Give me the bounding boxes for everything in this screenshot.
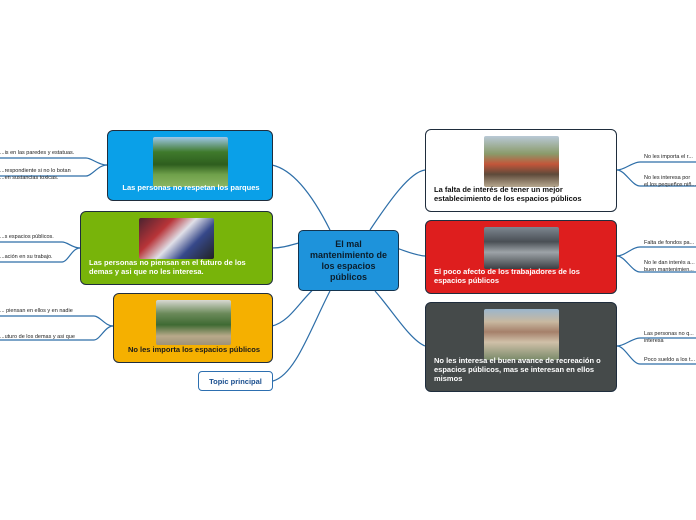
floating-topic-label: Topic principal [209, 376, 262, 386]
leaf-text[interactable]: Las personas no q... [644, 331, 694, 337]
leaf-link [616, 169, 696, 187]
node-label: Las personas no respetan los parques [122, 183, 260, 192]
leaf-text[interactable]: ...uturo de los demas y asi que [0, 334, 75, 340]
leaf-link [616, 255, 696, 273]
node-futuro[interactable]: Las personas no piensan en el futuro de … [80, 211, 273, 285]
leaf-text[interactable]: ...respondiente si no lo botan [0, 168, 71, 174]
leaf-link [0, 247, 81, 263]
leaf-link [616, 337, 696, 347]
leaf-link [0, 241, 81, 249]
leaf-text[interactable]: Falta de fondos pa... [644, 240, 695, 246]
leaf-text[interactable]: ...s espacios públicos. [0, 234, 54, 240]
park-photo [153, 137, 228, 187]
node-poco-afecto[interactable]: El poco afecto de los trabajadores de lo… [425, 220, 617, 294]
leaf-text[interactable]: ...ación en su trabajo. [0, 254, 53, 260]
crowd-photo [484, 136, 559, 187]
street-photo [484, 227, 559, 269]
central-topic-label: El mal mantenimiento de los espacios púb… [309, 238, 387, 282]
leaf-text[interactable]: No les importa el r... [644, 154, 693, 160]
node-label: No les interesa el buen avance de recrea… [434, 356, 601, 383]
leaf-link [0, 325, 114, 341]
leaf-text: interesa [644, 338, 664, 344]
node-label: El poco afecto de los trabajadores de lo… [434, 267, 580, 285]
central-topic[interactable]: El mal mantenimiento de los espacios púb… [298, 230, 399, 291]
leaf-link [616, 345, 696, 365]
leaf-text[interactable]: No le dan interés a... [644, 260, 695, 266]
leaf-text: buen mantenimien... [644, 267, 694, 273]
plaza-photo [156, 300, 231, 345]
link-left-3 [271, 284, 319, 327]
leaf-text[interactable]: Poco sueldo a los t... [644, 357, 696, 363]
node-label: La falta de interés de tener un mejor es… [434, 185, 582, 203]
link-right-1 [369, 169, 426, 231]
leaf-link [0, 157, 108, 166]
leaf-link [616, 246, 696, 257]
node-parques[interactable]: Las personas no respetan los parques [107, 130, 273, 201]
city-photo [484, 309, 559, 360]
link-right-3 [374, 290, 426, 347]
leaf-link [0, 315, 114, 327]
node-no-importa[interactable]: No les importa los espacios públicos [113, 293, 273, 363]
leaf-link [616, 161, 696, 171]
node-falta-interes[interactable]: La falta de interés de tener un mejor es… [425, 129, 617, 212]
leaf-text[interactable]: ... piensan en ellos y en nadie [0, 308, 73, 314]
floating-topic[interactable]: Topic principal [198, 371, 273, 391]
leaf-text[interactable]: ...is en las paredes y estatuas. [0, 150, 75, 156]
leaf-text: el los pequeños niñ... [644, 182, 696, 188]
group-photo [139, 218, 214, 259]
link-topic [272, 290, 331, 382]
node-label: No les importa los espacios públicos [127, 345, 261, 354]
leaf-text: ...en sustancias toxicas. [0, 175, 59, 181]
node-buen-avance[interactable]: No les interesa el buen avance de recrea… [425, 302, 617, 392]
node-label: Las personas no piensan en el futuro de … [89, 258, 246, 276]
leaf-link [0, 164, 108, 177]
leaf-text[interactable]: No les interesa por [644, 175, 691, 181]
link-left-1 [271, 164, 331, 231]
